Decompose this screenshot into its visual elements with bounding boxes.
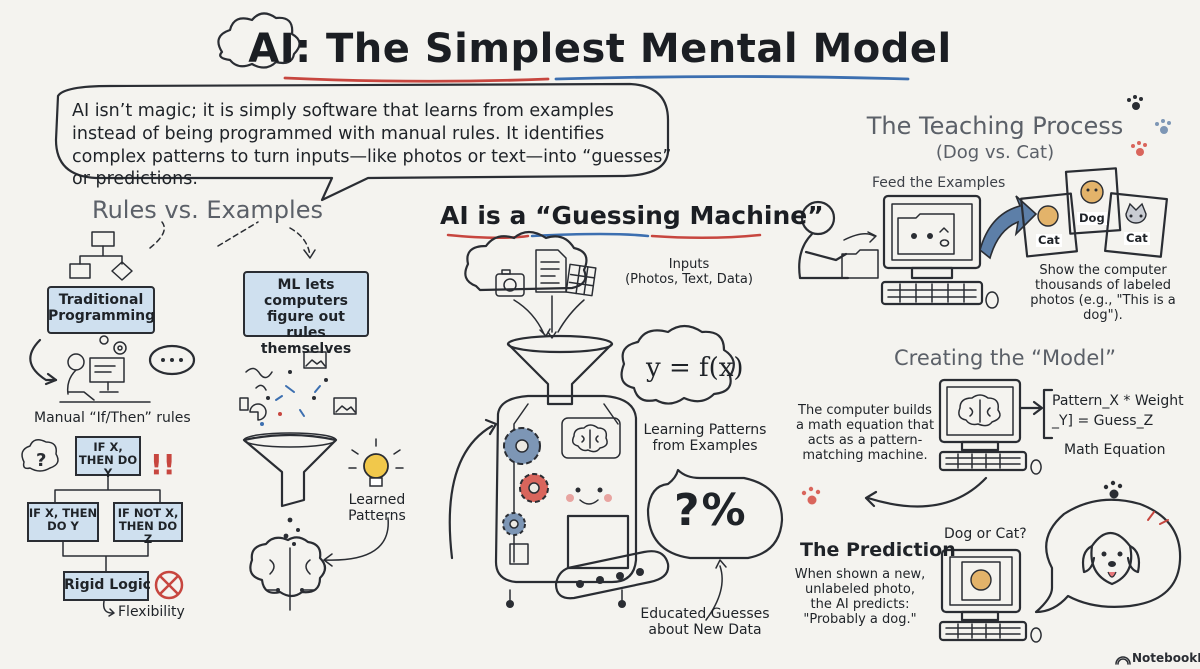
question-cloud-icon: ? [21, 439, 59, 472]
teaching-computer-icon [880, 194, 999, 309]
photo-label-cat-2: Cat [1124, 231, 1150, 246]
svg-text:?: ? [36, 450, 46, 471]
model-brain-icon [958, 394, 1001, 427]
intro-speech-bubble [54, 82, 670, 202]
guessing-machine-body [494, 394, 638, 608]
blue-arrow-icon [979, 195, 1038, 260]
notebooklm-logo-icon [1115, 656, 1131, 665]
show-computer-label: Show the computer thousands of labeled p… [1030, 263, 1176, 323]
prediction-computer-icon [938, 548, 1042, 643]
thought-cloud-icon [217, 12, 301, 69]
machine-smiley-face [566, 487, 612, 505]
page-title: AI: The Simplest Mental Model [248, 26, 952, 72]
prediction-text: When shown a new, unlabeled photo, the A… [794, 567, 926, 627]
labeled-photos-stack [1020, 167, 1168, 258]
programmer-at-desk-icon [59, 335, 151, 403]
exclamation-icon: !! [150, 448, 176, 481]
flow-top-box-bg [75, 436, 141, 476]
dog-or-cat-label: Dog or Cat? [944, 526, 1027, 542]
guessing-underline-red-2 [650, 233, 762, 240]
flow-top-label: IF X, THEN DO Y [78, 440, 138, 481]
feed-examples-label: Feed the Examples [872, 175, 1006, 191]
machine-funnel [506, 334, 614, 406]
learning-patterns-label: Learning Patterns from Examples [643, 422, 767, 455]
educated-guesses-label: Educated Guesses about New Data [640, 606, 770, 639]
speech-dots-icon [148, 344, 196, 376]
title-underline-red [283, 76, 550, 83]
manual-rules-label: Manual “If/Then” rules [34, 410, 191, 426]
paw-print-icon-4 [801, 486, 821, 505]
cat-photo-icon [1125, 202, 1147, 224]
spreadsheet-icon [565, 263, 597, 297]
flow-left-box-bg [27, 502, 99, 542]
paw-print-icon-3 [1131, 141, 1147, 156]
photo-label-cat-1: Cat [1036, 233, 1062, 248]
small-funnel-icon [242, 432, 338, 508]
math-equation-label: Math Equation [1064, 442, 1166, 458]
machine-brain-icon [561, 417, 621, 459]
model-formula: Pattern_X * Weight _Y] = Guess_Z [1052, 393, 1184, 430]
scattered-data-icon [239, 351, 357, 426]
conveyor-belt [554, 550, 670, 600]
rules-vs-examples-heading: Rules vs. Examples [92, 196, 323, 224]
flowchart-icon [69, 231, 133, 281]
inputs-label: Inputs (Photos, Text, Data) [625, 257, 753, 287]
paw-print-icon-5 [1103, 480, 1123, 499]
flexibility-label: Flexibility [118, 604, 185, 620]
paw-print-icon-2 [1155, 119, 1171, 134]
learned-patterns-label: Learned Patterns [348, 492, 406, 525]
equation-label: y = f(x) [646, 353, 744, 383]
folder-icon [841, 249, 879, 279]
traditional-programming-label: Traditional Programming [48, 292, 156, 325]
teaching-heading: The Teaching Process [866, 112, 1124, 140]
prediction-heading: The Prediction [800, 539, 956, 561]
small-blue-gear-icon [502, 512, 526, 536]
forbidden-icon [154, 570, 184, 600]
red-gear-icon [519, 473, 549, 503]
ml-label: ML lets computers figure out rules thems… [260, 277, 352, 358]
traditional-box-bg [47, 286, 155, 334]
brain-circuit-icon [249, 536, 327, 611]
intro-text: AI isn’t magic; it is simply software th… [72, 101, 672, 190]
guess-speech-bubble [646, 468, 784, 560]
formula-bracket [1042, 388, 1054, 440]
paw-print-icon [1127, 95, 1143, 110]
photo-label-dog: Dog [1077, 211, 1107, 226]
guess-symbols: ?% [674, 485, 748, 536]
inputs-cloud-icon [464, 230, 588, 292]
flow-right-label: IF NOT X, THEN DO Z [117, 506, 179, 547]
lightbulb-icon [348, 438, 404, 487]
title-underline-blue [554, 75, 910, 81]
model-computer-icon [938, 378, 1042, 475]
falling-drops-icon [283, 517, 300, 546]
guessing-machine-heading: AI is a “Guessing Machine” [440, 201, 824, 230]
ml-box-bg [243, 271, 369, 337]
rigid-logic-label: Rigid Logic [64, 577, 151, 593]
document-icon [535, 249, 567, 293]
rigid-box-bg [63, 571, 149, 601]
model-builds-label: The computer builds a math equation that… [795, 403, 935, 463]
teaching-subheading: (Dog vs. Cat) [935, 142, 1055, 163]
flow-left-label: IF X, THEN DO Y [28, 506, 98, 534]
blue-gear-icon [503, 427, 541, 465]
equation-cloud [620, 324, 735, 405]
notebooklm-credit: NotebookLM [1132, 651, 1200, 665]
dog-photo-icon [1037, 180, 1104, 227]
guessing-underline-blue [530, 232, 650, 238]
camera-icon [495, 269, 525, 297]
model-heading: Creating the “Model” [894, 346, 1116, 370]
dog-speech-bubble [1034, 498, 1182, 614]
